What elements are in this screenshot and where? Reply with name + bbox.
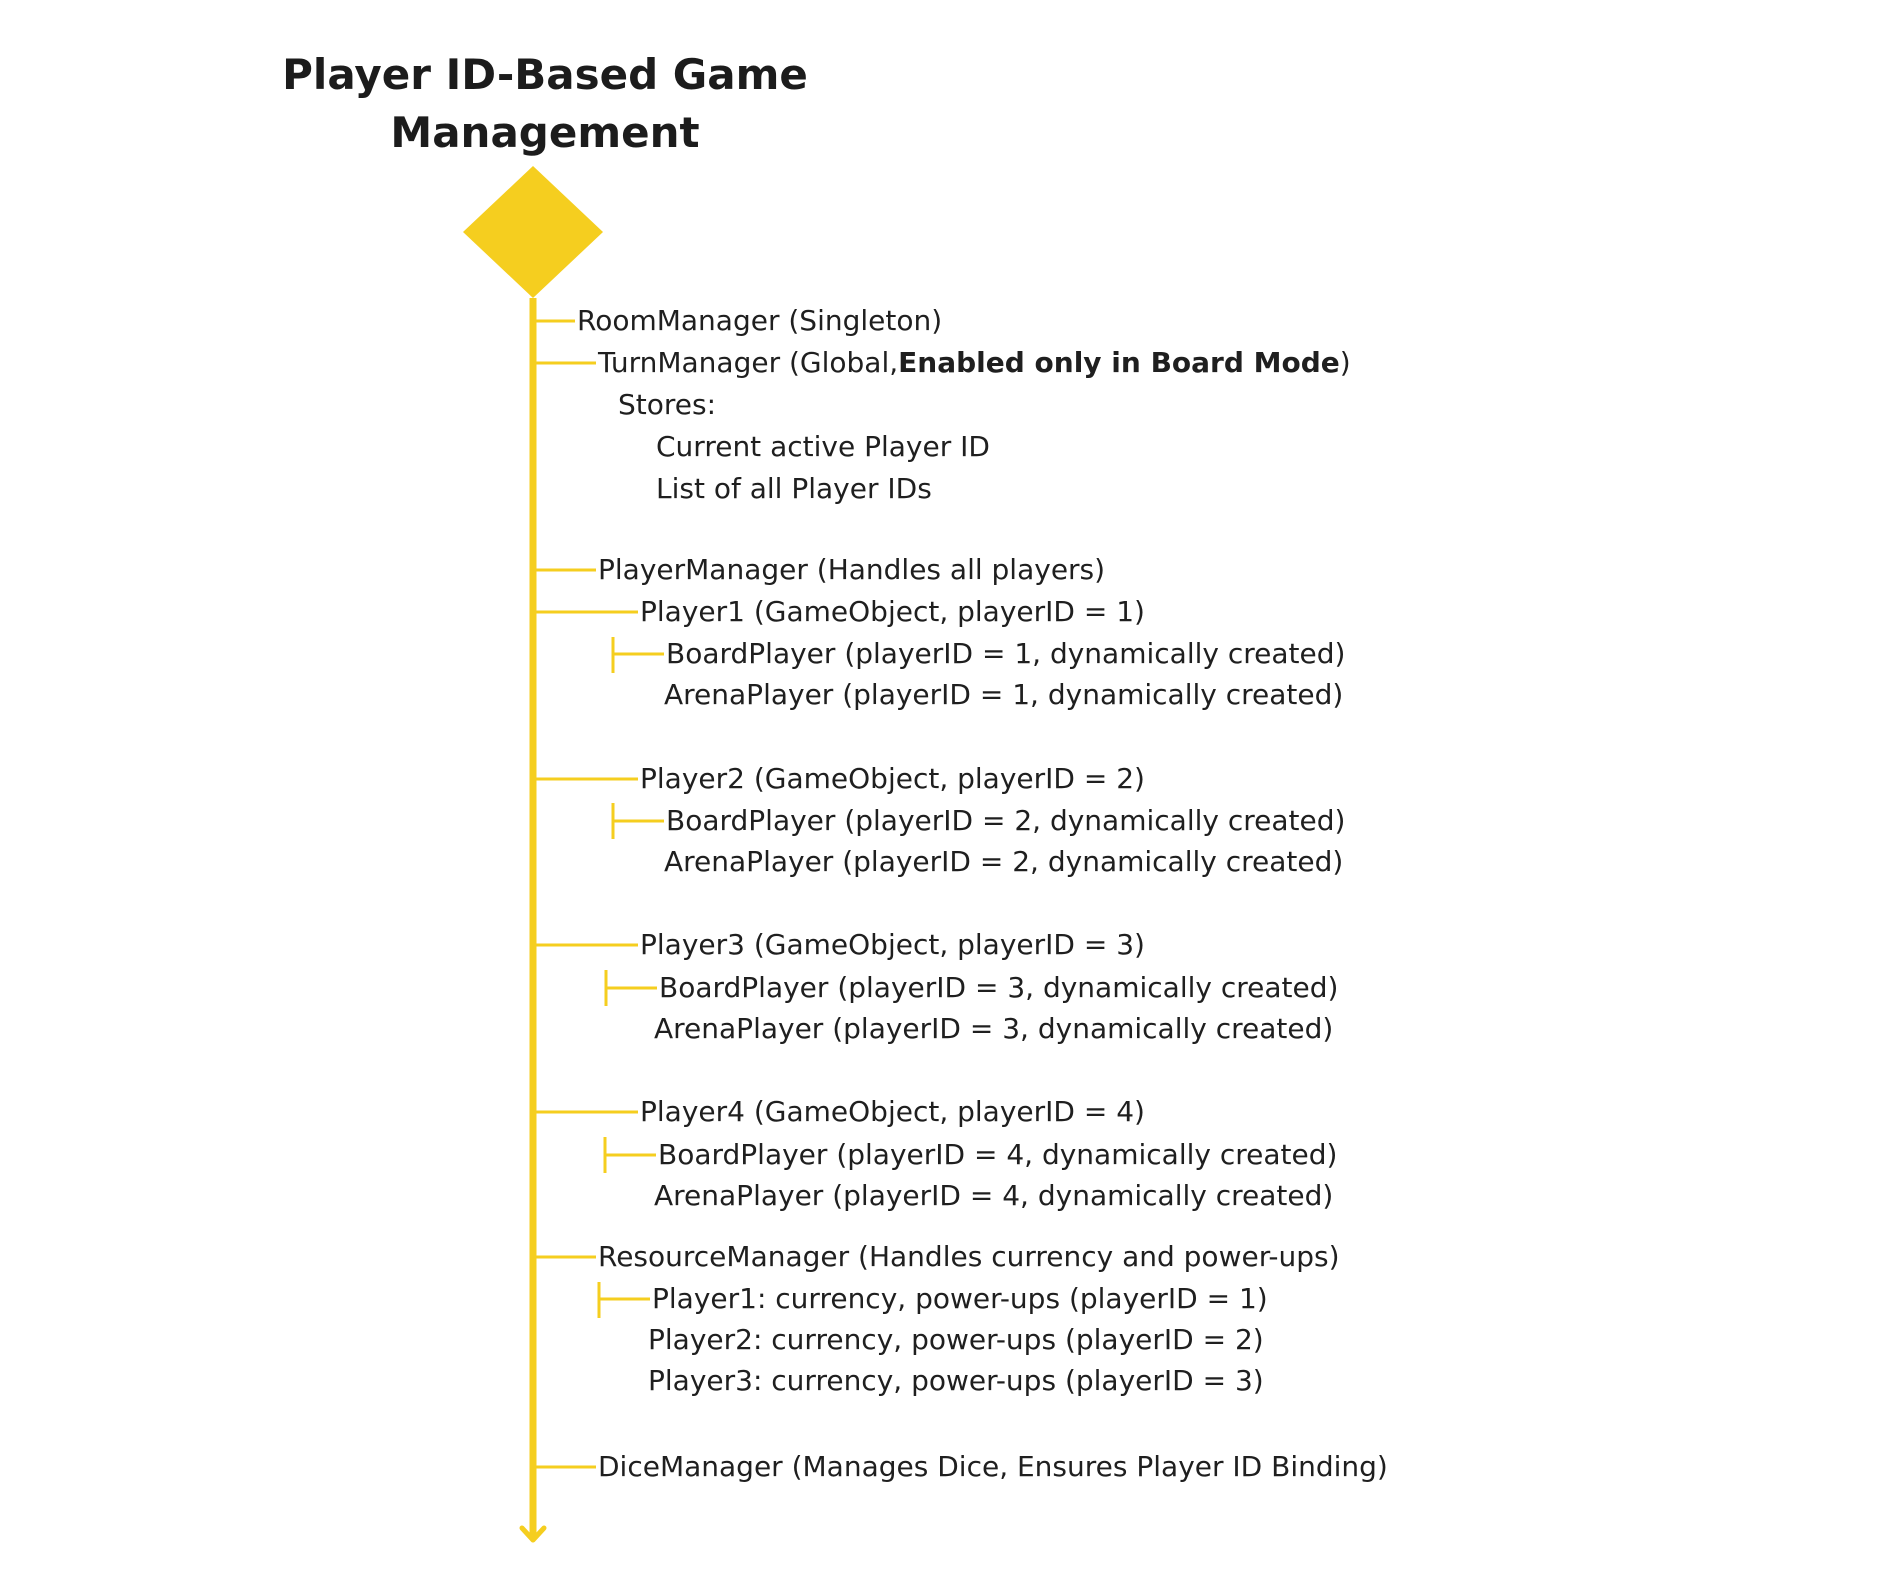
node-stores-item1: Current active Player ID: [656, 430, 990, 463]
node-res-player1: Player1: currency, power-ups (playerID =…: [652, 1282, 1268, 1315]
node-arena-player4: ArenaPlayer (playerID = 4, dynamically c…: [654, 1179, 1334, 1212]
node-player1: Player1 (GameObject, playerID = 1): [640, 595, 1145, 628]
node-player2: Player2 (GameObject, playerID = 2): [640, 762, 1145, 795]
diagram-title: Player ID-Based Game Management: [270, 46, 820, 162]
node-board-player1: BoardPlayer (playerID = 1, dynamically c…: [666, 637, 1346, 670]
node-arena-player1: ArenaPlayer (playerID = 1, dynamically c…: [664, 678, 1344, 711]
node-resource-manager: ResourceManager (Handles currency and po…: [598, 1240, 1340, 1273]
timeline-arrowhead: [519, 1525, 547, 1543]
turn-manager-suffix: ): [1339, 346, 1351, 379]
diagram-title-line2: Management: [390, 108, 700, 157]
node-arena-player2: ArenaPlayer (playerID = 2, dynamically c…: [664, 845, 1344, 878]
branch-connectors: [533, 319, 664, 1469]
node-board-player3: BoardPlayer (playerID = 3, dynamically c…: [659, 971, 1339, 1004]
node-res-player2: Player2: currency, power-ups (playerID =…: [648, 1323, 1264, 1356]
node-dice-manager: DiceManager (Manages Dice, Ensures Playe…: [598, 1450, 1388, 1483]
node-arena-player3: ArenaPlayer (playerID = 3, dynamically c…: [654, 1012, 1334, 1045]
node-board-player2: BoardPlayer (playerID = 2, dynamically c…: [666, 804, 1346, 837]
node-stores-item2: List of all Player IDs: [656, 472, 932, 505]
node-player4: Player4 (GameObject, playerID = 4): [640, 1095, 1145, 1128]
turn-manager-prefix: TurnManager (Global,: [598, 346, 899, 379]
node-player3: Player3 (GameObject, playerID = 3): [640, 928, 1145, 961]
node-player-manager: PlayerManager (Handles all players): [598, 553, 1106, 586]
node-board-player4: BoardPlayer (playerID = 4, dynamically c…: [658, 1138, 1338, 1171]
node-res-player3: Player3: currency, power-ups (playerID =…: [648, 1364, 1264, 1397]
node-room-manager: RoomManager (Singleton): [577, 304, 943, 337]
diagram-title-line1: Player ID-Based Game: [282, 50, 808, 99]
turn-manager-emphasis: Enabled only in Board Mode: [898, 346, 1340, 379]
node-turn-manager: TurnManager (Global,Enabled only in Boar…: [598, 346, 1351, 380]
start-diamond: [463, 166, 603, 298]
node-stores-label: Stores:: [618, 388, 717, 421]
